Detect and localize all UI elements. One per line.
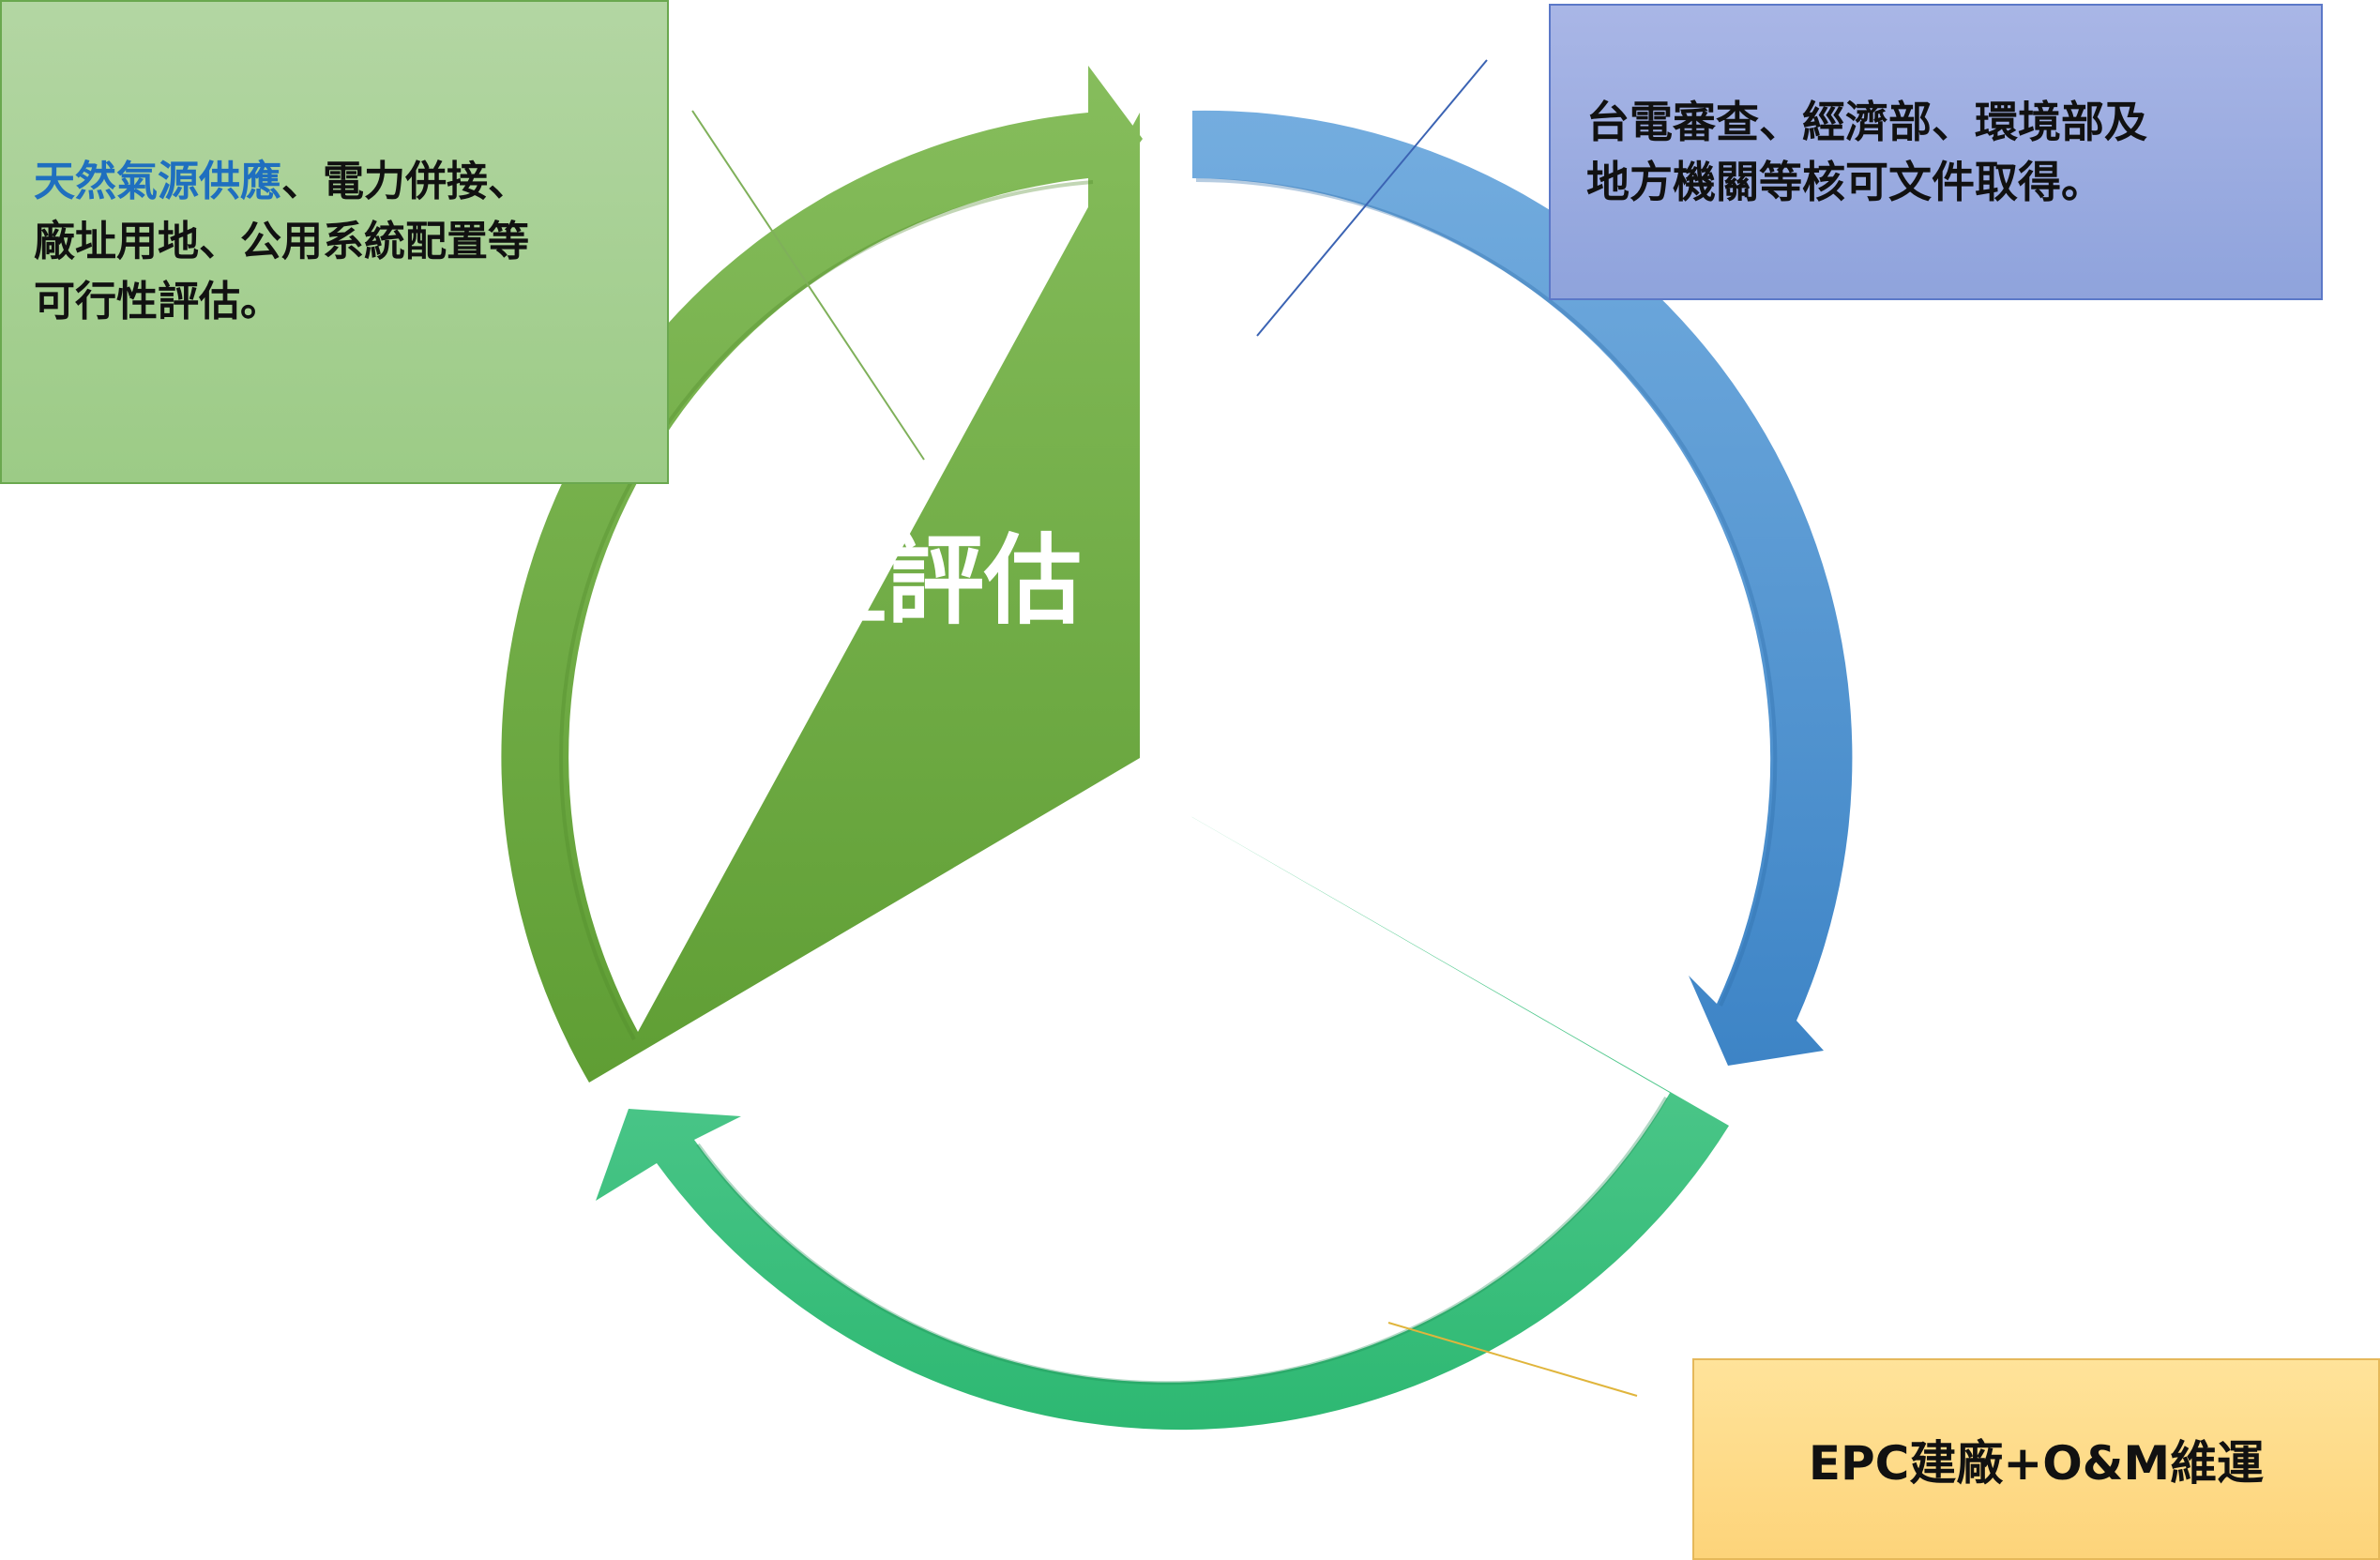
epc-callout: EPC建廠+O&M維運 bbox=[1692, 1358, 2380, 1560]
site-evaluation-label: 廠址評估 bbox=[691, 523, 1082, 638]
site-callout-line1: 天然氣源供應、電力併接、 bbox=[34, 152, 648, 212]
plant-label-line1: 汽電共生廠 bbox=[941, 982, 1410, 1092]
plant-label-line2: 建置+O&M bbox=[894, 1202, 1457, 1319]
epc-callout-text: EPC建廠+O&M維運 bbox=[1808, 1435, 2265, 1491]
epc-connector-line bbox=[1387, 1322, 1638, 1397]
site-evaluation-callout: 天然氣源供應、電力併接、 廠址用地、公用系統配置等 可行性評估。 bbox=[0, 0, 669, 484]
gas-supply-highlight: 天然氣源供應 bbox=[34, 158, 281, 205]
site-connector-line bbox=[691, 110, 925, 461]
permit-acquisition-inner-arc bbox=[1195, 178, 1778, 1007]
plant-construction-inner-arc bbox=[696, 1096, 1668, 1386]
site-callout-line3: 可行性評估。 bbox=[34, 277, 281, 326]
permit-callout-line1: 台電審查、經濟部、環境部及 bbox=[1586, 97, 2147, 147]
site-callout-line1-rest: 、電力併接、 bbox=[281, 158, 529, 205]
site-evaluation-inner-arc bbox=[559, 180, 1094, 1040]
site-callout-line2: 廠址用地、公用系統配置等 bbox=[34, 217, 529, 265]
permit-acquisition-label: 籌設取得 bbox=[1254, 523, 1645, 638]
site-evaluation-segment bbox=[501, 66, 1143, 1083]
permit-connector-line bbox=[1256, 59, 1488, 337]
permit-callout-line2: 地方機關等核可文件取得。 bbox=[1586, 157, 2104, 208]
permit-acquisition-segment bbox=[1192, 110, 1853, 1066]
permit-callout: 台電審查、經濟部、環境部及 地方機關等核可文件取得。 bbox=[1549, 4, 2323, 300]
